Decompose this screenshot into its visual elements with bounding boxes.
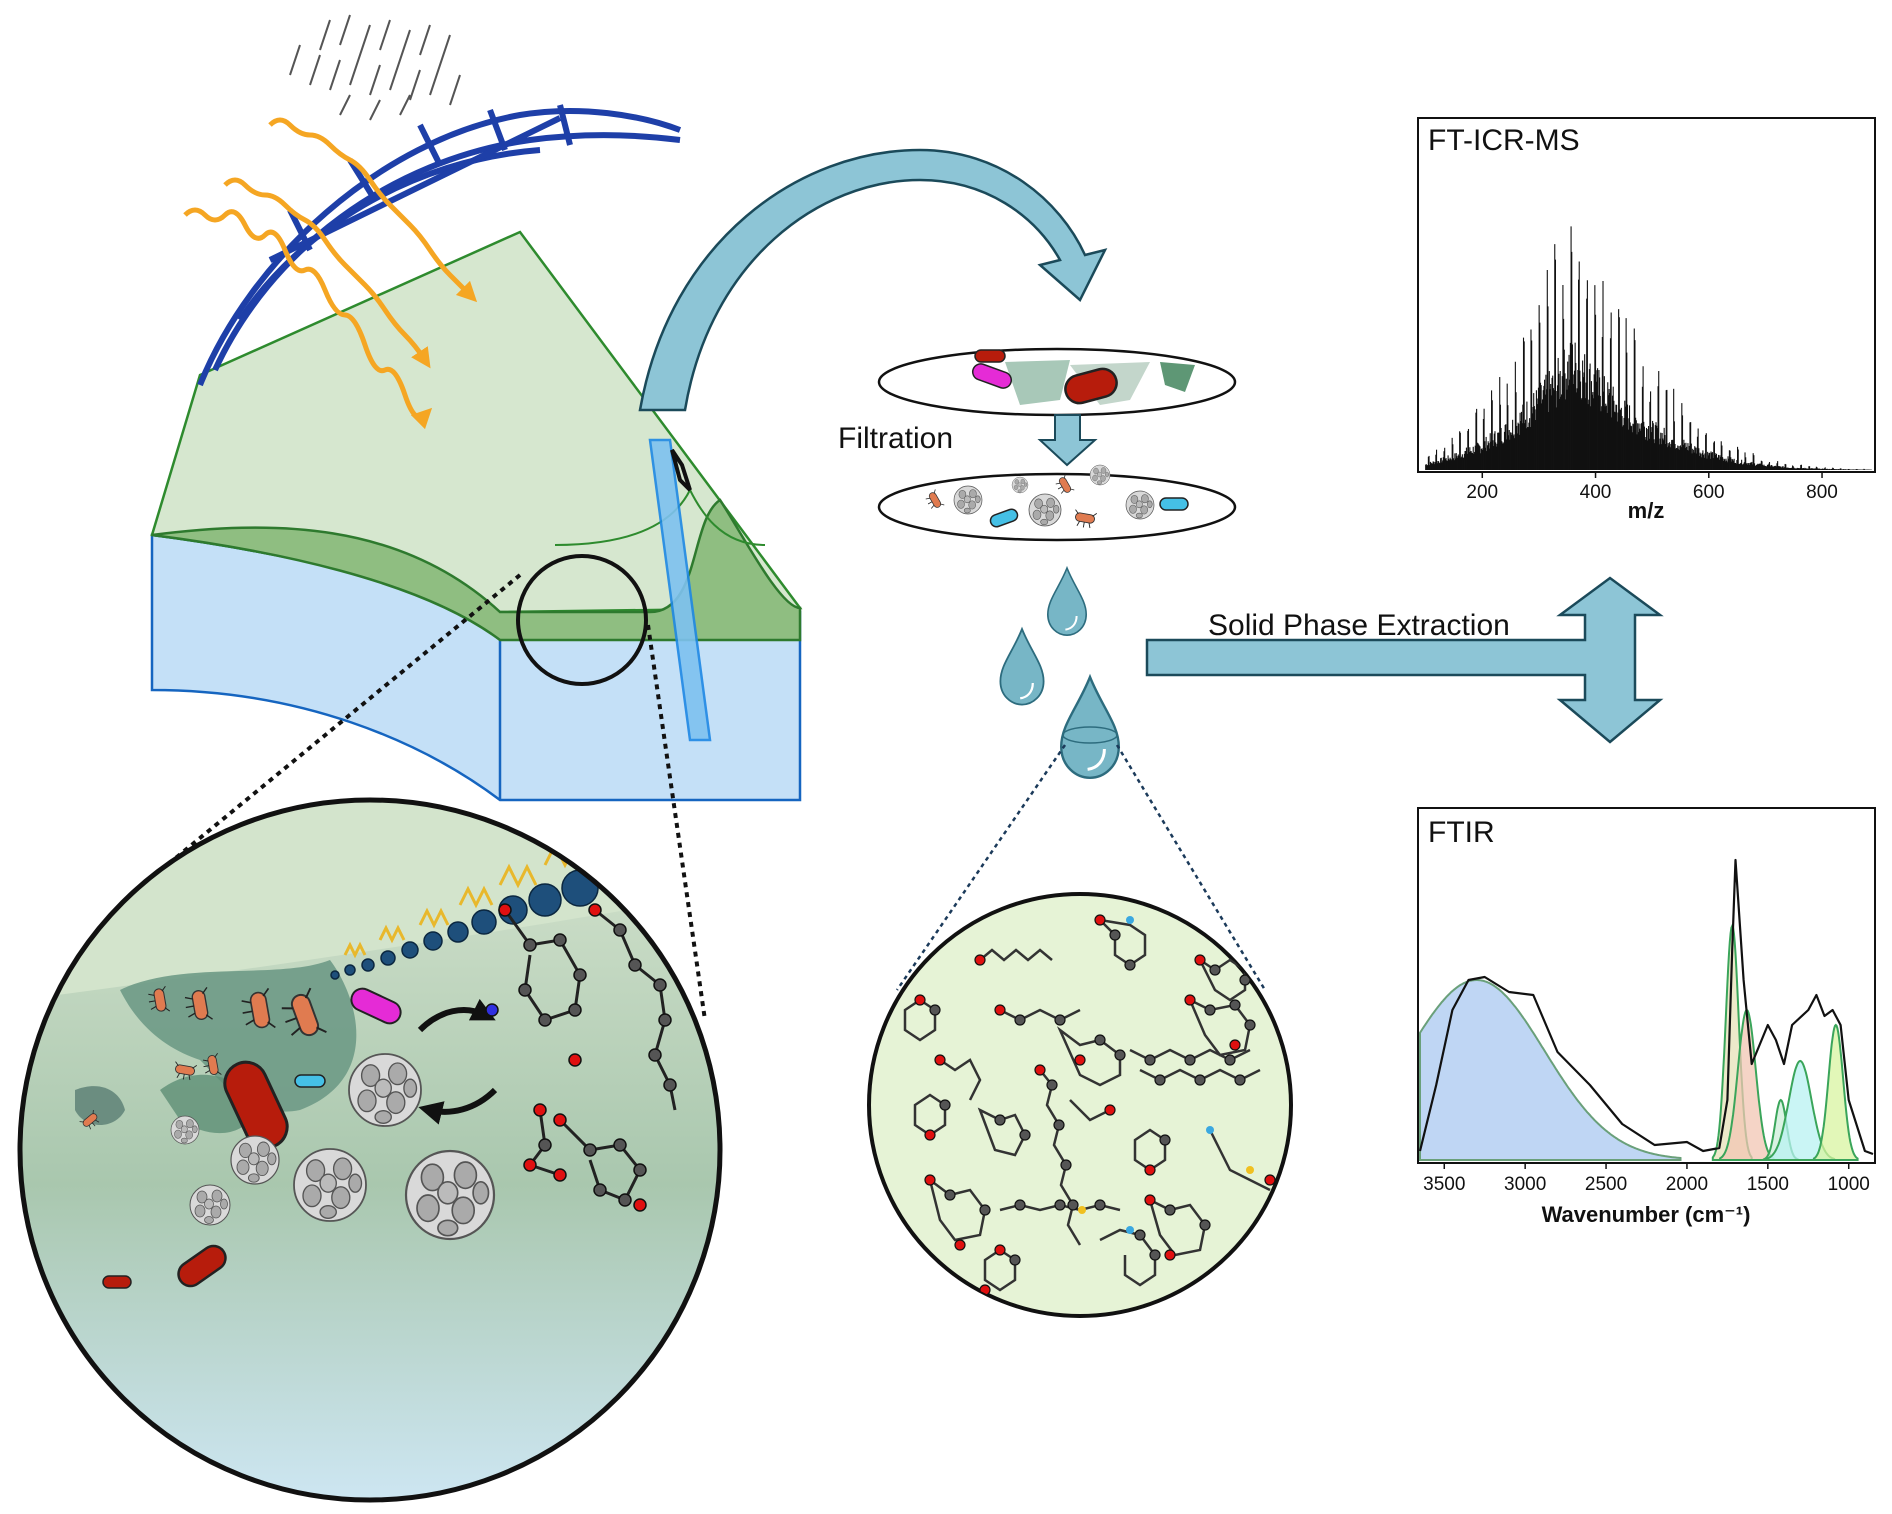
rain-lines <box>289 14 461 121</box>
water-drops <box>999 566 1121 780</box>
ftir-tick-label: 1500 <box>1747 1174 1789 1195</box>
spe-label: Solid Phase Extraction <box>1208 609 1510 642</box>
ftir-tick-label: 3000 <box>1504 1174 1546 1195</box>
ms-chart: FT-ICR-MS 200 400 600 800 m/z <box>1417 117 1876 523</box>
ftir-oh-band <box>1419 979 1682 1161</box>
ftir-tick-label: 3500 <box>1423 1174 1465 1195</box>
dom-molecules-zoom <box>867 892 1293 1318</box>
zoom-line-left <box>153 573 522 877</box>
ftir-x-axis-label: Wavenumber (cm⁻¹) <box>1542 1202 1751 1227</box>
ftir-chart: FTIR 3500 3000 2500 2000 1500 1000 Wavenumber… <box>1417 807 1876 1227</box>
ftir-tick-label: 2000 <box>1666 1174 1708 1195</box>
ftir-tick-label: 1000 <box>1828 1174 1870 1195</box>
ftir-tick-label: 2500 <box>1585 1174 1627 1195</box>
ms-tick-label: 600 <box>1693 482 1725 503</box>
filtration-label: Filtration <box>838 422 953 455</box>
spe-arrow <box>1145 576 1664 744</box>
filter-bottom <box>877 464 1237 542</box>
ms-tick-label: 800 <box>1806 482 1838 503</box>
ftir-measured-line <box>1418 858 1874 1156</box>
ftir-chart-title: FTIR <box>1428 816 1495 849</box>
ms-spectrum <box>1425 226 1872 470</box>
ocean-slab <box>150 230 803 802</box>
sunlight-rays <box>183 117 478 430</box>
sampling-arrow <box>638 148 1108 412</box>
ms-x-ticks: 200 400 600 800 <box>1466 472 1838 503</box>
ftir-amide-band <box>1719 1008 1775 1161</box>
ms-tick-label: 200 <box>1466 482 1498 503</box>
ftir-x-ticks: 3500 3000 2500 2000 1500 1000 <box>1423 1163 1870 1195</box>
ms-chart-title: FT-ICR-MS <box>1428 124 1580 157</box>
plankton-net <box>197 104 682 387</box>
filtration-arrow <box>1037 414 1098 467</box>
zoom-line-drop-left <box>895 744 1067 991</box>
filter-top <box>877 347 1237 417</box>
ftir-spectrum <box>1418 858 1874 1161</box>
surface-microlayer-zoom <box>17 797 723 1503</box>
ms-tick-label: 400 <box>1580 482 1612 503</box>
ftir-cooh-band <box>1812 1023 1859 1161</box>
ms-x-axis-label: m/z <box>1628 498 1665 523</box>
zoom-line-right <box>646 624 707 1021</box>
